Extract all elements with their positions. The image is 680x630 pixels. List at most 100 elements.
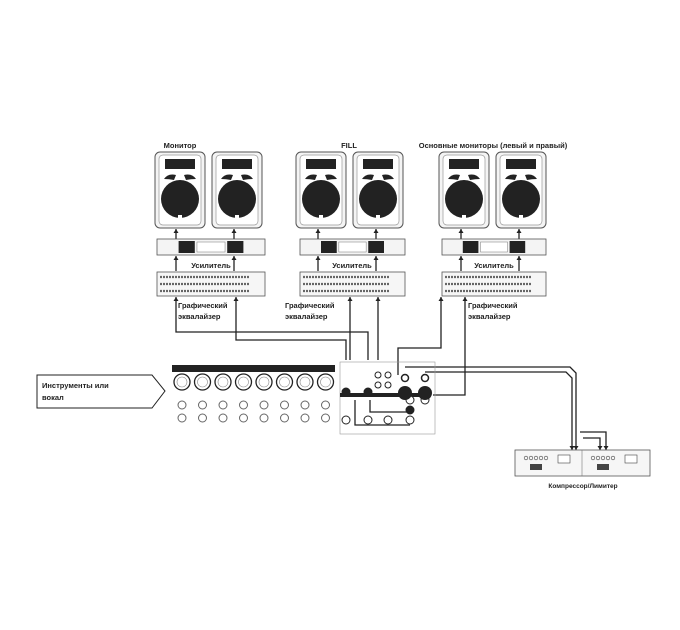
insert-jack	[259, 413, 269, 423]
output-jack	[420, 373, 430, 383]
cable	[354, 400, 410, 426]
main-out-xlr	[398, 386, 412, 400]
arrow-head	[458, 229, 464, 233]
eq-label-monitor-1: Графический	[178, 301, 228, 310]
cable	[433, 297, 466, 396]
speaker	[211, 151, 263, 229]
mixer	[172, 361, 436, 435]
eq-label-fill-1: Графический	[285, 301, 335, 310]
amp-label-monitor: Усилитель	[191, 261, 231, 270]
knob	[543, 455, 549, 461]
master-section	[339, 361, 436, 435]
meter	[597, 464, 609, 470]
woofer	[502, 180, 540, 218]
knob	[605, 455, 611, 461]
arrow-head	[315, 256, 321, 260]
arrow-head	[173, 229, 179, 233]
arrow-head	[173, 297, 179, 301]
line-input	[239, 400, 248, 410]
arrow-head	[373, 229, 379, 233]
knob	[533, 455, 539, 461]
arrow-head	[458, 256, 464, 260]
xlr-input	[234, 373, 253, 391]
arrow-head	[375, 297, 381, 301]
jack	[383, 415, 393, 425]
woofer	[302, 180, 340, 218]
insert-jack	[321, 413, 330, 423]
cable	[425, 371, 573, 450]
line-input	[259, 400, 269, 410]
arrow-head	[315, 229, 321, 233]
jack	[405, 415, 415, 425]
amplifier	[441, 238, 547, 256]
woofer	[445, 180, 483, 218]
xlr-input	[173, 373, 191, 391]
arrow-head	[516, 256, 522, 260]
channel-header	[172, 365, 335, 372]
devices	[154, 151, 651, 477]
xlr-input	[316, 373, 335, 391]
knob	[610, 455, 616, 461]
cable	[235, 297, 347, 360]
rca-jack	[384, 371, 392, 379]
line-input	[280, 400, 289, 410]
rca-jack	[374, 381, 382, 389]
line-input	[300, 400, 310, 410]
arrow-head	[573, 446, 579, 450]
woofer	[359, 180, 397, 218]
group-title-fill: FILL	[341, 141, 357, 150]
jack	[363, 387, 373, 397]
eq-label-main-1: Графический	[468, 301, 518, 310]
eq-label-fill-2: эквалайзер	[285, 312, 328, 321]
cable	[583, 437, 601, 450]
insert-jack	[300, 413, 310, 423]
graphic-equalizer	[441, 271, 547, 297]
knob	[590, 455, 596, 461]
cable	[580, 431, 607, 450]
amp-label-main: Усилитель	[474, 261, 514, 270]
rca-jack	[384, 381, 392, 389]
knob	[600, 455, 606, 461]
speaker	[495, 151, 547, 229]
line-input	[321, 400, 330, 410]
jack	[363, 415, 373, 425]
insert-jack	[177, 413, 187, 423]
woofer	[161, 180, 199, 218]
speaker	[295, 151, 347, 229]
jack	[341, 415, 351, 425]
knob	[523, 455, 529, 461]
xlr-input	[296, 373, 314, 391]
input-arrow-box	[36, 374, 166, 409]
graphic-equalizer	[156, 271, 266, 297]
eq-label-monitor-2: эквалайзер	[178, 312, 221, 321]
line-input	[198, 400, 207, 410]
arrow-head	[438, 297, 444, 301]
input-label-2: вокал	[42, 393, 64, 402]
woofer	[218, 180, 256, 218]
cable	[175, 297, 369, 360]
arrow-head	[373, 256, 379, 260]
xlr-input	[193, 373, 212, 391]
speaker	[352, 151, 404, 229]
cable	[397, 297, 442, 375]
arrow-head	[462, 297, 468, 301]
insert-jack	[198, 413, 207, 423]
arrow-head	[233, 297, 239, 301]
arrow-head	[603, 446, 609, 450]
knob	[538, 455, 544, 461]
amplifier	[299, 238, 406, 256]
amp-label-fill: Усилитель	[332, 261, 372, 270]
eq-label-main-2: эквалайзер	[468, 312, 511, 321]
insert-jack	[239, 413, 248, 423]
jack	[341, 387, 351, 397]
speaker	[154, 151, 206, 229]
arrow-head	[597, 446, 603, 450]
compressor-limiter	[514, 449, 651, 477]
xlr-input	[255, 373, 273, 391]
output-jack	[400, 373, 410, 383]
arrow-head	[231, 229, 237, 233]
compressor-label: Компрессор/Лимитер	[548, 483, 617, 490]
cable	[369, 400, 410, 413]
insert-jack	[280, 413, 289, 423]
